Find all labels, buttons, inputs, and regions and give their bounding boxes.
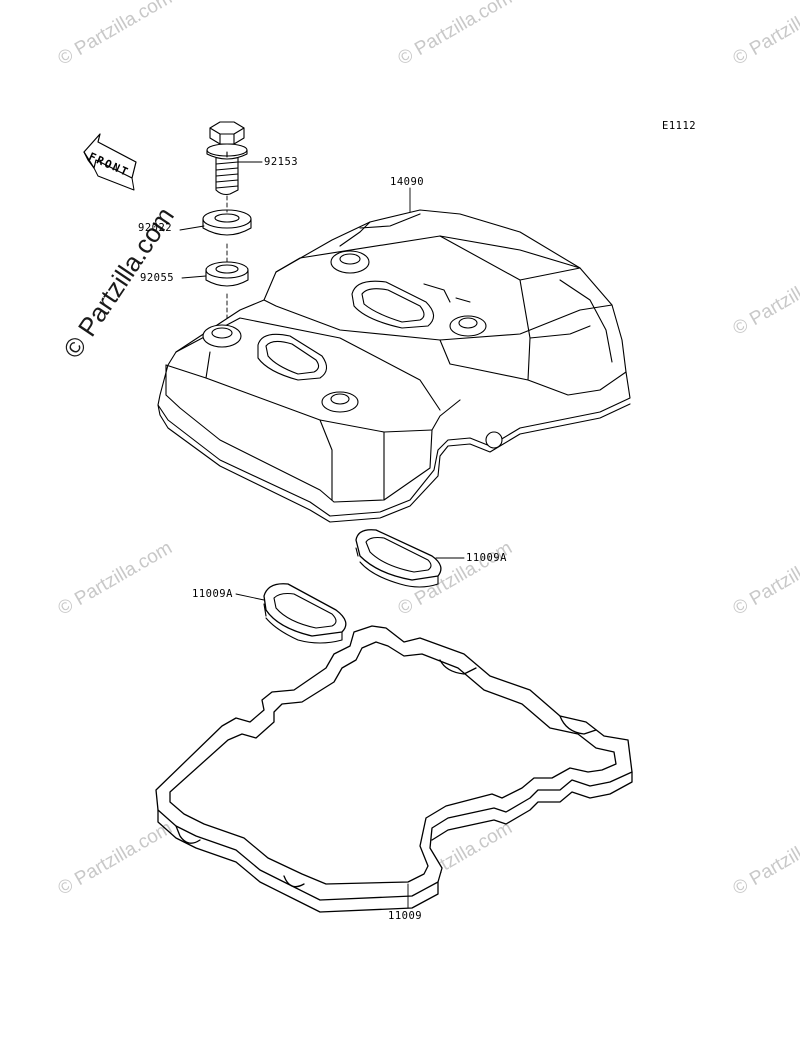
- leader-92055: [181, 275, 207, 279]
- part-label-11009A-lower: 11009A: [192, 588, 233, 600]
- front-direction-arrow: [83, 133, 137, 191]
- cylinder-head-cover-14090: [157, 209, 631, 523]
- part-label-11009: 11009: [388, 910, 423, 922]
- plug-hole-gasket-lower: [263, 583, 347, 644]
- part-label-92055: 92055: [140, 272, 175, 284]
- bolt-92153: [206, 121, 248, 196]
- part-label-92153: 92153: [264, 156, 299, 168]
- cover-gasket-11009: [155, 625, 633, 913]
- grommet-92055: [205, 261, 249, 287]
- leader-lines: [179, 161, 465, 909]
- leader-11009A-lower: [235, 593, 265, 601]
- diagram-code: E1112: [662, 120, 697, 132]
- leader-92022: [179, 225, 205, 231]
- part-label-14090: 14090: [390, 176, 425, 188]
- part-label-92022: 92022: [138, 222, 173, 234]
- washer-92022: [202, 209, 252, 236]
- plug-hole-gasket-upper: [355, 529, 442, 588]
- part-label-11009A-upper: 11009A: [466, 552, 507, 564]
